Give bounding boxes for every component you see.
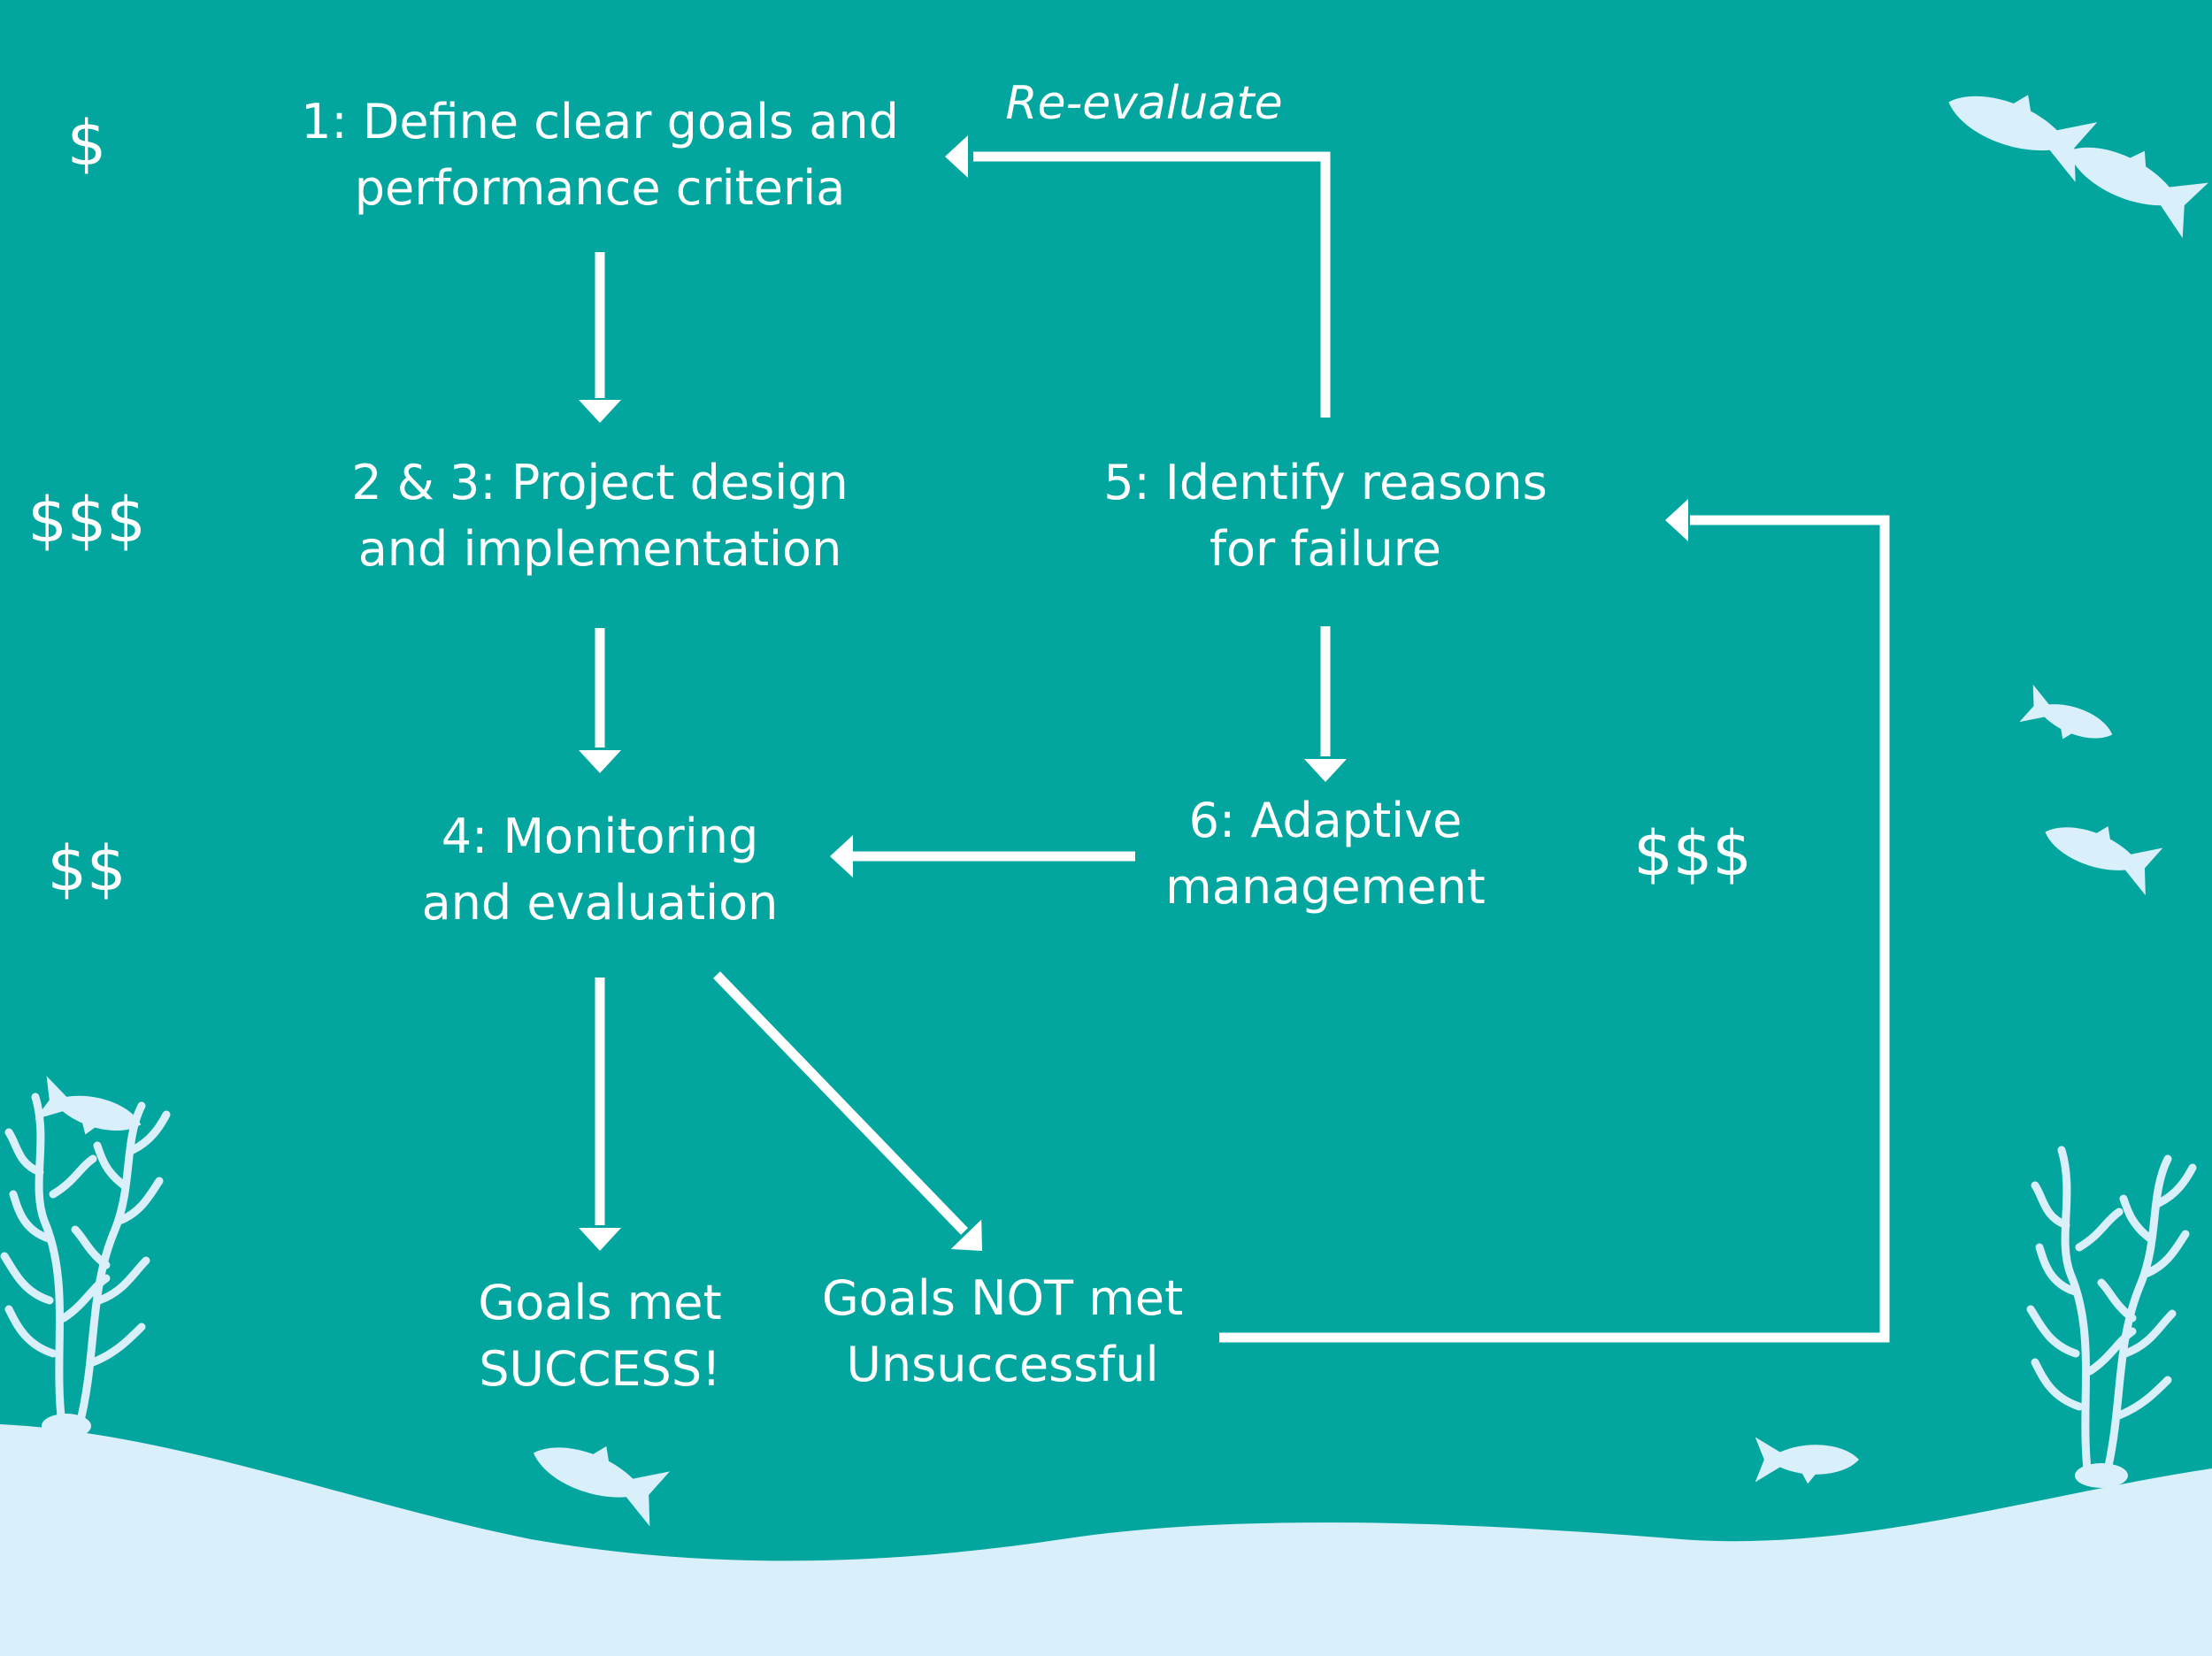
node-monitoring-line1: 4: Monitoring: [441, 809, 759, 864]
node-monitoring-line2: and evaluation: [421, 875, 779, 931]
node-adaptive-management-line1: 6: Adaptive: [1188, 793, 1463, 848]
fish-icon: [523, 1423, 671, 1527]
seaweed-right-base-icon: [2075, 1463, 2128, 1488]
arrowhead-icon: [579, 1228, 621, 1251]
node-goals-met-line1: Goals met: [478, 1275, 722, 1330]
arrowhead-icon: [579, 400, 621, 423]
seaweed-left-icon: [4, 1097, 166, 1424]
node-goals-not-met: Goals NOT met Unsuccessful: [781, 1265, 1224, 1398]
arrowhead-icon: [1304, 759, 1347, 782]
node-identify-failure: 5: Identify reasons for failure: [1016, 449, 1635, 582]
arrow-monitoring-to-failure: [713, 971, 968, 1235]
node-goals-met-line2: SUCCESS!: [479, 1341, 721, 1397]
node-adaptive-management-line2: management: [1165, 859, 1486, 915]
node-monitoring: 4: Monitoring and evaluation: [334, 803, 865, 936]
fish-icon: [2036, 806, 2164, 896]
node-define-goals-line1: 1: Define clear goals and: [301, 94, 899, 150]
seafloor-icon: [0, 1424, 2212, 1656]
node-design: 2 & 3: Project design and implementation: [290, 449, 910, 582]
node-identify-failure-line2: for failure: [1210, 521, 1441, 577]
arrowhead-icon: [1665, 499, 1688, 541]
arrow-reevaluate-loop: [973, 151, 1331, 418]
node-goals-not-met-line2: Unsuccessful: [846, 1337, 1159, 1392]
seaweed-right-icon: [2031, 1150, 2193, 1477]
reevaluate-label: Re-evaluate: [1005, 77, 1283, 130]
node-define-goals: 1: Define clear goals and performance cr…: [246, 88, 954, 221]
cost-steps56: $$$: [1633, 817, 1752, 890]
cost-step23: $$$: [27, 484, 146, 556]
seaweed-left-base-icon: [42, 1414, 91, 1438]
arrow-unsuccessful-loop: [1219, 515, 1890, 1343]
cost-step4: $$: [47, 832, 127, 905]
cost-step1: $: [66, 107, 107, 180]
node-goals-not-met-line1: Goals NOT met: [821, 1270, 1184, 1326]
node-define-goals-line2: performance criteria: [354, 160, 846, 216]
fish-icon: [2018, 684, 2119, 755]
arrowhead-icon: [579, 750, 621, 773]
node-adaptive-management: 6: Adaptive management: [1104, 787, 1547, 920]
node-design-line2: and implementation: [357, 521, 842, 577]
node-design-line1: 2 & 3: Project design: [351, 455, 849, 510]
fish-icon: [1938, 70, 2099, 182]
node-identify-failure-line1: 5: Identify reasons: [1103, 455, 1548, 510]
fish-icon: [1755, 1437, 1859, 1484]
node-goals-met: Goals met SUCCESS!: [423, 1269, 777, 1402]
